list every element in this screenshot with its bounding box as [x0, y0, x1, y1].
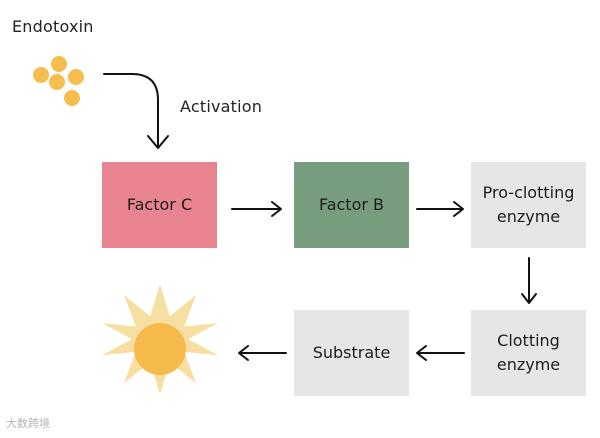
pro-clotting-enzyme-box: Pro-clotting enzyme: [471, 162, 586, 248]
clotting-label-line2: enzyme: [496, 355, 561, 374]
substrate-label: Substrate: [312, 343, 391, 362]
sun-icon: [102, 284, 218, 395]
endotoxin-particles-icon: [33, 56, 84, 106]
factor-b-label: Factor B: [318, 195, 385, 214]
pro-clotting-label-line2: enzyme: [496, 207, 561, 226]
substrate-box: Substrate: [294, 310, 409, 396]
factor-b-box: Factor B: [294, 162, 409, 248]
factor-c-label: Factor C: [126, 195, 193, 214]
pro-clotting-label-line1: Pro-clotting: [482, 183, 575, 202]
activation-arrowhead: [147, 135, 169, 149]
activation-arrow: [103, 73, 159, 147]
clotting-label-line1: Clotting: [497, 331, 560, 350]
clotting-enzyme-box: Clotting enzyme: [471, 310, 586, 396]
watermark-text: 大数跨境: [6, 417, 50, 430]
factor-c-box: Factor C: [102, 162, 217, 248]
activation-label: Activation: [180, 97, 263, 116]
endotoxin-label: Endotoxin: [12, 17, 94, 36]
